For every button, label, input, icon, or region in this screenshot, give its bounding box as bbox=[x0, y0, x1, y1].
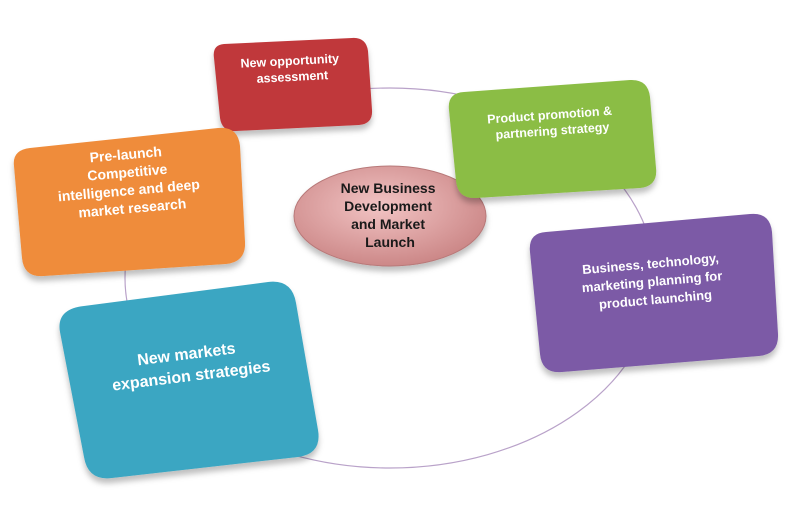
node-new-opportunity-assessment-line-1: New opportunity bbox=[240, 52, 339, 71]
node-new-opportunity-assessment bbox=[213, 37, 373, 132]
node-pre-launch-competitive-intelligence-line-1: Pre-launch bbox=[89, 143, 162, 165]
node-business-technology-marketing-planning-box bbox=[529, 213, 779, 373]
center-label-line-3: and Market bbox=[351, 216, 425, 232]
center-node: New Business Development and Market Laun… bbox=[293, 165, 487, 267]
node-new-markets-expansion bbox=[59, 281, 319, 479]
center-label-line-4: Launch bbox=[365, 234, 415, 250]
node-product-promotion-partnering bbox=[448, 79, 657, 199]
center-label-line-1: New Business bbox=[341, 180, 436, 196]
node-new-opportunity-assessment-box bbox=[213, 37, 373, 132]
center-label-line-2: Development bbox=[344, 198, 432, 214]
node-pre-launch-competitive-intelligence-box bbox=[13, 127, 246, 277]
center-ellipse bbox=[293, 165, 487, 267]
node-new-opportunity-assessment-label: New opportunity assessment bbox=[240, 52, 344, 87]
node-product-promotion-partnering-box bbox=[448, 79, 657, 199]
node-new-opportunity-assessment-line-2: assessment bbox=[256, 68, 329, 86]
node-business-technology-marketing-planning bbox=[529, 213, 779, 373]
node-business-technology-marketing-planning-label: Business, technology, marketing planning… bbox=[580, 250, 728, 313]
node-new-markets-expansion-box bbox=[59, 281, 319, 479]
node-pre-launch-competitive-intelligence-line-2: Competitive bbox=[87, 160, 168, 183]
node-pre-launch-competitive-intelligence bbox=[13, 127, 246, 277]
center-label: New Business Development and Market Laun… bbox=[341, 180, 440, 250]
